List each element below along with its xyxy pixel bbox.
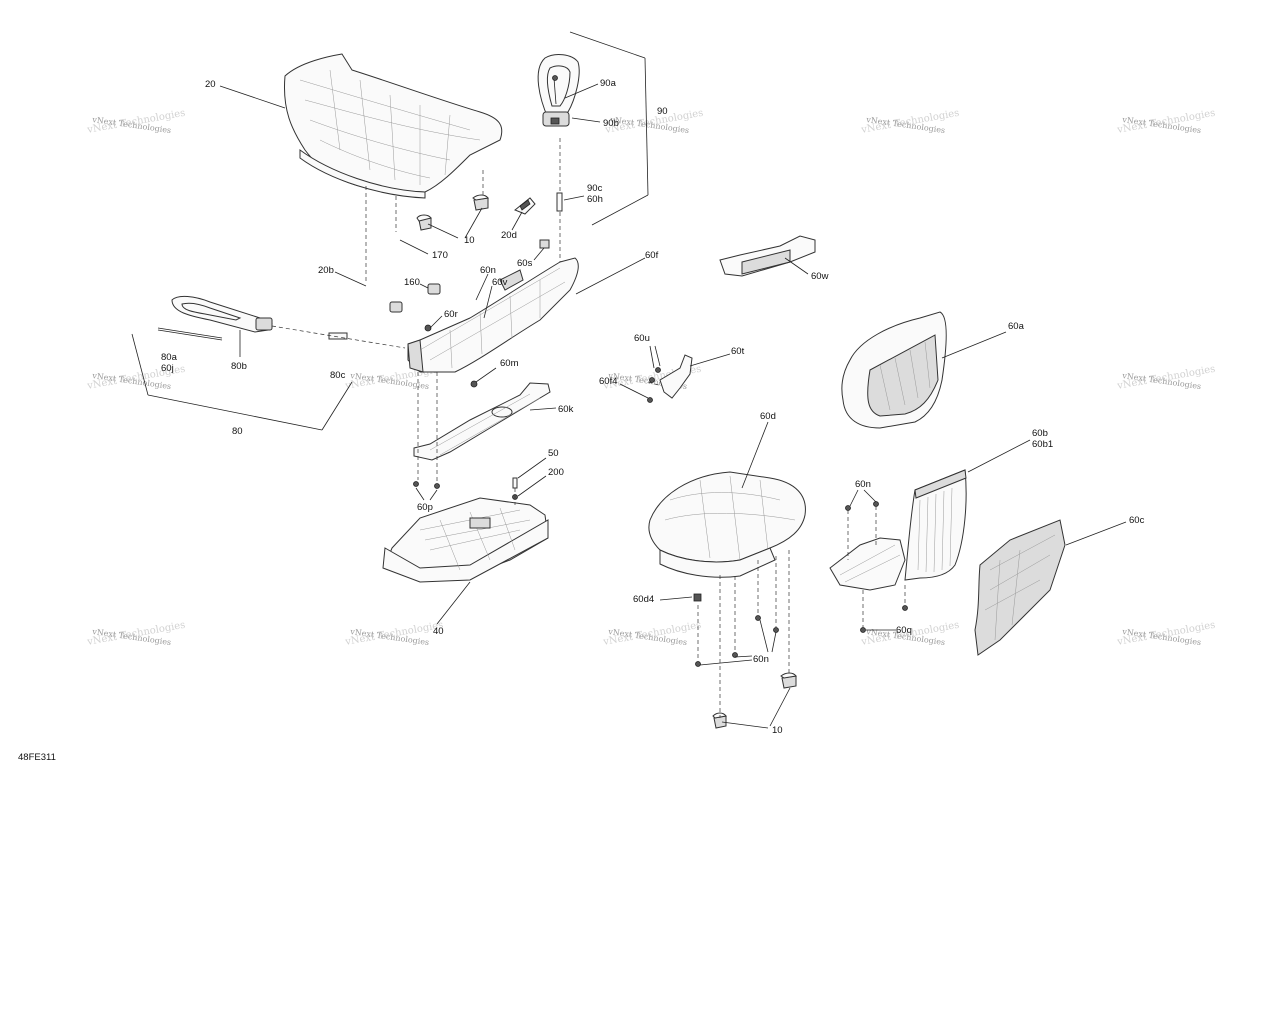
callout-60s: 60s	[517, 258, 533, 269]
callout-60q: 60q	[896, 625, 912, 636]
callout-60n-top: 60n	[480, 265, 496, 276]
callout-20d: 20d	[501, 230, 517, 241]
callout-60n-low: 60n	[753, 654, 769, 665]
part-60f-frame	[407, 257, 579, 373]
callout-60b1: 60b1	[1032, 439, 1053, 450]
part-20d-bracket	[514, 197, 536, 215]
watermark: vNext Technologies vNext Technologies	[85, 620, 186, 648]
part-60d-seat	[648, 471, 806, 578]
callout-60b: 60b	[1032, 428, 1048, 439]
callout-80b: 80b	[231, 361, 247, 372]
callout-90b: 90b	[603, 118, 619, 129]
callout-60h: 60h	[587, 194, 603, 205]
callout-60j: 60j	[161, 363, 174, 374]
part-60t-bracket	[647, 354, 693, 403]
part-60r-screw	[424, 324, 432, 332]
part-60n-screws-lower	[695, 615, 779, 667]
part-60b-panel	[904, 469, 967, 581]
callout-40: 40	[433, 626, 444, 637]
part-90c-pin	[556, 192, 563, 212]
callout-80: 80	[232, 426, 243, 437]
part-60a-backrest	[841, 311, 947, 429]
callout-60w: 60w	[811, 271, 829, 282]
callout-200: 200	[548, 467, 564, 478]
callout-10-lower: 10	[772, 725, 783, 736]
callout-60d4: 60d4	[633, 594, 654, 605]
callout-60n-mid: 60n	[855, 479, 871, 490]
part-60s-clip	[539, 239, 550, 249]
callout-20: 20	[205, 79, 216, 90]
callout-170: 170	[432, 250, 448, 261]
part-80b-grip	[157, 295, 273, 341]
callout-160: 160	[404, 277, 420, 288]
watermark: vNext Technologies vNext Technologies	[343, 620, 444, 648]
callout-60a: 60a	[1008, 321, 1025, 332]
part-10-bumper-lower	[712, 672, 797, 729]
part-90-handle	[537, 54, 580, 127]
watermark: vNext Technologies vNext Technologies	[859, 108, 960, 136]
part-60p-screws	[413, 481, 440, 489]
watermark: vNext Technologies vNext Technologies	[1115, 620, 1216, 648]
watermark: vNext Technologies vNext Technologies	[601, 620, 702, 648]
callout-60k: 60k	[558, 404, 574, 415]
callout-60f: 60f	[645, 250, 659, 261]
part-20-seat	[283, 53, 503, 199]
callout-80a: 80a	[161, 352, 178, 363]
part-40-base	[382, 497, 549, 583]
callout-labels: 20 90a 90 90b 90c 60h 10 20d 170 20b 60s…	[161, 78, 1145, 736]
callout-20b: 20b	[318, 265, 334, 276]
watermark: vNext Technologies vNext Technologies	[85, 108, 186, 136]
callout-90c: 90c	[587, 183, 603, 194]
callout-60f4: 60f4	[599, 376, 618, 387]
callout-50: 50	[548, 448, 559, 459]
callout-90a: 90a	[600, 78, 617, 89]
callout-60t: 60t	[731, 346, 745, 357]
part-160-grommets	[389, 283, 441, 313]
part-60w-filler	[719, 235, 816, 277]
callout-80c: 80c	[330, 370, 346, 381]
callout-60r: 60r	[444, 309, 458, 320]
part-80c-spacer	[328, 332, 348, 340]
part-60q-bracket	[829, 501, 908, 633]
part-60k-bracket	[413, 382, 551, 461]
callout-60p: 60p	[417, 502, 433, 513]
callout-60c: 60c	[1129, 515, 1145, 526]
leader-lines	[131, 31, 1127, 729]
callout-90: 90	[657, 106, 668, 117]
callout-60v: 60v	[492, 277, 508, 288]
watermark: vNext Technologies vNext Technologies	[1115, 108, 1216, 136]
callout-60m: 60m	[500, 358, 519, 369]
callout-60u: 60u	[634, 333, 650, 344]
part-10-bumper-upper	[416, 194, 489, 231]
diagram-code: 48FE311	[18, 752, 56, 763]
watermark: vNext Technologies vNext Technologies	[1115, 364, 1216, 392]
callout-10-upper: 10	[464, 235, 475, 246]
part-60c-cover	[974, 519, 1066, 656]
callout-60d: 60d	[760, 411, 776, 422]
assembly-lines	[271, 138, 906, 718]
part-60d4-clip	[693, 593, 702, 602]
part-60m-nut	[470, 380, 478, 388]
